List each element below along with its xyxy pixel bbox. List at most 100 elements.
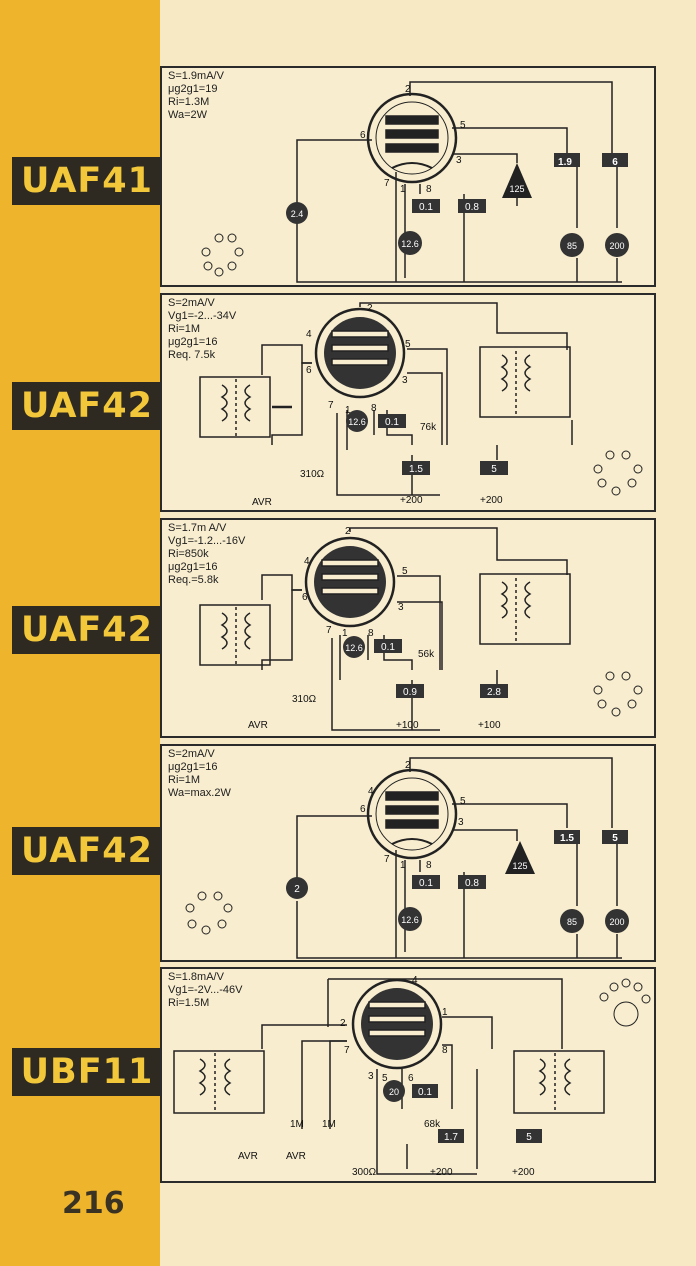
value-label: 12.6 — [348, 417, 366, 427]
choke-triangle — [505, 841, 535, 874]
pin-label: 4 — [306, 329, 312, 340]
value-label: 125 — [512, 861, 527, 871]
heater-dot — [398, 231, 422, 255]
pinout-diagram — [201, 233, 244, 277]
value-box — [458, 199, 486, 213]
spec-line: μg2g1=16 — [168, 561, 218, 573]
if-transformer-right — [513, 1050, 605, 1114]
value-label: +200 — [430, 1167, 453, 1178]
value-box — [396, 684, 424, 698]
value-label: 5 — [491, 464, 497, 475]
value-box — [554, 830, 580, 844]
pin-label: 5 — [402, 566, 408, 577]
value-label: +200 — [480, 495, 503, 506]
tube-label-ubf11: UBF11 — [12, 1048, 162, 1096]
pin-label: 5 — [405, 339, 411, 350]
spec-line: Ri=850k — [168, 548, 209, 560]
tube-envelope — [314, 307, 406, 399]
pin-label: 5 — [382, 1073, 388, 1084]
pin-label: 8 — [368, 628, 374, 639]
pin-label: 1 — [400, 184, 406, 195]
value-label: 0.1 — [419, 878, 433, 889]
choke-triangle — [502, 163, 532, 198]
schematic: 4 2 1 7 8 3 5 6 20 0.1 68k 1.7 5 300Ω 1M… — [173, 975, 651, 1178]
pin-label: 2 — [340, 1018, 346, 1029]
pinout-diagram — [593, 450, 643, 496]
value-label: 5 — [526, 1132, 532, 1143]
value-label: 1.5 — [560, 833, 574, 844]
if-transformer-left — [199, 604, 271, 666]
value-label: 1M — [290, 1119, 304, 1130]
value-box — [480, 461, 508, 475]
value-label: 200 — [609, 241, 624, 251]
value-label: 300Ω — [352, 1167, 377, 1178]
value-label: +200 — [400, 495, 423, 506]
pin-label: 4 — [304, 556, 310, 567]
page-number: 216 — [62, 1186, 125, 1221]
value-box — [480, 684, 508, 698]
spec-line: S=1.9mA/V — [168, 70, 224, 82]
value-label: AVR — [252, 497, 272, 508]
pin-label: 1 — [345, 405, 351, 416]
value-label: 1.9 — [558, 157, 572, 168]
circuit-panel-ubf11: S=1.8mA/V Vg1=-2V...-46V Ri=1.5M — [160, 967, 656, 1183]
spec-line: Vg1=-2...-34V — [168, 310, 237, 322]
tube-envelope — [304, 536, 396, 628]
pin-label: 3 — [398, 602, 404, 613]
value-label: 76k — [420, 422, 437, 433]
pin-label: 7 — [326, 625, 332, 636]
value-label: 85 — [567, 241, 577, 251]
pin-label: 3 — [402, 375, 408, 386]
if-transformer-left — [199, 376, 292, 438]
bias-dot — [286, 202, 308, 224]
spec-line: S=1.7m A/V — [168, 522, 227, 534]
spec-list: S=1.9mA/V μg2g1=19 Ri=1.3M Wa=2W — [168, 70, 224, 122]
pin-label: 2 — [345, 526, 351, 537]
pin-label: 8 — [426, 860, 432, 871]
wiring — [296, 757, 622, 959]
wiring — [261, 978, 563, 1175]
value-box — [438, 1129, 464, 1143]
circuit-panel-uaf42-c: S=2mA/V μg2g1=16 Ri=1M Wa=max.2W — [160, 744, 656, 962]
value-label: 0.1 — [381, 642, 395, 653]
voltage-dot — [605, 233, 629, 257]
pin-label: 2 — [367, 303, 373, 314]
spec-line: S=1.8mA/V — [168, 971, 224, 983]
pin-label: 3 — [458, 817, 464, 828]
voltage-dot — [560, 909, 584, 933]
spec-line: Vg1=-1.2...-16V — [168, 535, 246, 547]
value-label: AVR — [238, 1151, 258, 1162]
pin-label: 6 — [360, 804, 366, 815]
schematic: 2 4 5 6 3 7 1 8 12.6 0.1 56k 310Ω 0.9 2.… — [199, 526, 643, 731]
value-label: 1M — [322, 1119, 336, 1130]
heater-dot — [398, 907, 422, 931]
heater-dot — [346, 410, 368, 432]
pin-label: 5 — [460, 796, 466, 807]
pin-label: 5 — [460, 120, 466, 131]
value-box — [402, 461, 430, 475]
pin-label: 1 — [342, 628, 348, 639]
pin-label: 3 — [368, 1071, 374, 1082]
value-label: 2.4 — [291, 209, 304, 219]
pin-label: 8 — [442, 1045, 448, 1056]
spec-list: S=1.8mA/V Vg1=-2V...-46V Ri=1.5M — [168, 971, 243, 1010]
value-box — [602, 830, 628, 844]
value-label: 310Ω — [292, 694, 317, 705]
spec-line: Ri=1.5M — [168, 997, 210, 1009]
value-label: 0.9 — [403, 687, 417, 698]
tube-label-uaf41: UAF41 — [12, 157, 162, 205]
pin-label: 2 — [405, 760, 411, 771]
spec-line: Ri=1.3M — [168, 96, 210, 108]
spec-line: Req. 7.5k — [168, 349, 216, 361]
schematic: 2 4 5 6 3 7 1 8 12.6 0.1 76k 310Ω 1.5 5 … — [199, 302, 643, 508]
value-label: AVR — [286, 1151, 306, 1162]
circuit-panel-uaf42-b: S=1.7m A/V Vg1=-1.2...-16V Ri=850k μg2g1… — [160, 518, 656, 738]
pin-label: 6 — [302, 592, 308, 603]
if-transformer-right — [479, 573, 571, 645]
pin-label: 7 — [328, 400, 334, 411]
value-label: 0.1 — [385, 417, 399, 428]
pin-label: 7 — [344, 1045, 350, 1056]
heater-dot — [383, 1080, 405, 1102]
value-label: 20 — [389, 1087, 399, 1097]
pin-label: 7 — [384, 854, 390, 865]
